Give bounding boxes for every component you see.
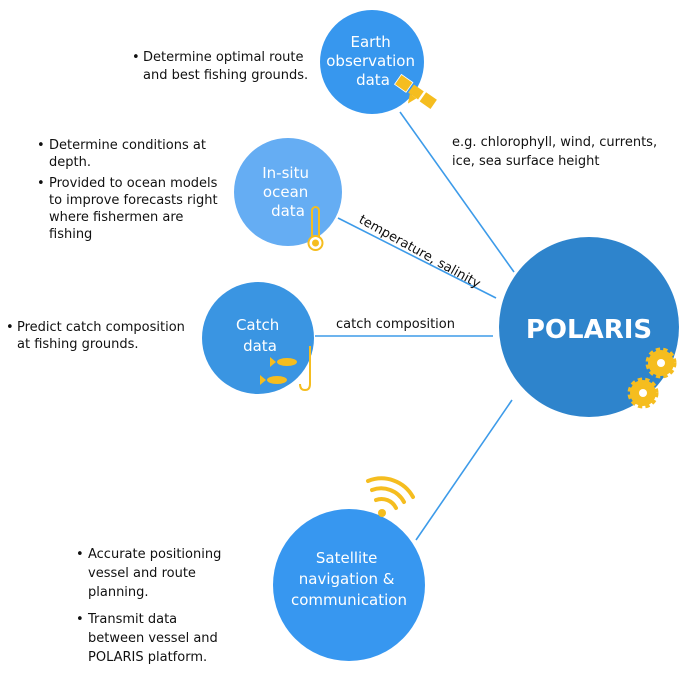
hook-icon — [299, 346, 311, 392]
node-in-situ-ocean: In-situ ocean data — [234, 138, 342, 251]
svg-text:•: • — [37, 176, 45, 191]
node-earth-observation: Earth observation data — [320, 10, 439, 114]
satellite-icon — [393, 73, 439, 111]
edge-label-catch: catch composition — [336, 317, 455, 332]
svg-text:•: • — [132, 50, 140, 65]
svg-text:•: • — [6, 320, 14, 335]
gears-icon — [627, 347, 677, 409]
edge-insitu-polaris — [337, 217, 497, 299]
edge-label-insitu: temperature, salinity — [356, 212, 483, 291]
svg-text:Earth observation: Earth observation data — [326, 33, 420, 89]
svg-text:POLARIS: POLARIS — [526, 315, 652, 345]
wifi-signal-icon — [366, 476, 415, 517]
node-catch-data: Catch data — [202, 282, 314, 394]
svg-text:•: • — [37, 138, 45, 153]
svg-text:•: • — [76, 547, 84, 562]
svg-text:Satellite navigation &: Satellite navigation & communication — [291, 549, 407, 609]
svg-text:Catch data: Catch data — [236, 316, 284, 355]
edge-label-earth: e.g. chlorophyll, wind, currents,ice, se… — [452, 135, 657, 169]
edge-earth-polaris — [399, 111, 515, 273]
thermometer-icon — [307, 206, 324, 251]
edge-satnav-polaris — [415, 399, 513, 541]
node-satellite-navigation: Satellite navigation & communication — [273, 476, 425, 661]
svg-text:•: • — [76, 612, 84, 627]
fish-icon — [260, 357, 297, 385]
node-polaris: POLARIS — [499, 237, 679, 417]
svg-text:In-situ ocean data: In-situ ocean data — [262, 164, 314, 220]
